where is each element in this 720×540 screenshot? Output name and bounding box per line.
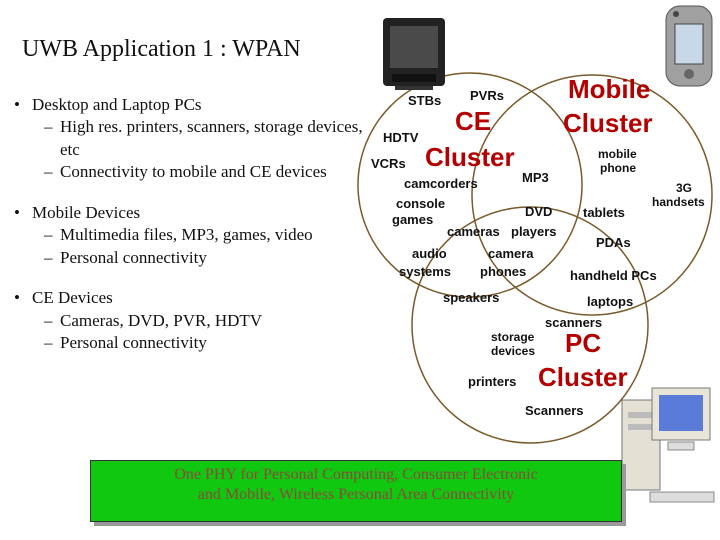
pda-icon (665, 5, 713, 87)
item-label: printers (468, 374, 516, 389)
item-label: devices (491, 344, 535, 358)
item-label: phones (480, 264, 526, 279)
item-label: camcorders (404, 176, 478, 191)
sub-text: High res. printers, scanners, storage de… (60, 117, 363, 159)
item-label: MP3 (522, 170, 549, 185)
item-label: systems (399, 264, 451, 279)
item-label: audio (412, 246, 447, 261)
bullet-text: Desktop and Laptop PCs (32, 95, 202, 114)
dash-icon: – (44, 225, 53, 245)
mobile-cluster-label: Cluster (563, 108, 653, 138)
item-label: 3G (676, 181, 692, 195)
sub-text: Multimedia files, MP3, games, video (60, 225, 313, 245)
mobile-cluster-circle (471, 74, 713, 316)
item-label: camera (488, 246, 534, 261)
item-label: HDTV (383, 130, 419, 145)
ce-cluster-label: CE (455, 106, 491, 136)
sub-text: Personal connectivity (60, 247, 207, 267)
banner-line: and Mobile, Wireless Personal Area Conne… (197, 486, 515, 503)
pc-cluster-label: PC (565, 328, 601, 358)
sub-text: Connectivity to mobile and CE devices (60, 162, 327, 182)
item-label: VCRs (371, 156, 406, 171)
item-label: PVRs (470, 88, 504, 103)
dash-icon: – (44, 162, 53, 182)
item-label: DVD (525, 204, 552, 219)
bullet-dot-icon: • (14, 202, 20, 222)
bullet-dot-icon: • (14, 95, 20, 114)
bullet-list: •Desktop and Laptop PCs –High res. print… (14, 94, 374, 372)
dash-icon: – (44, 117, 53, 137)
bullet-mobile: • Mobile Devices –Multimedia files, MP3, … (14, 202, 374, 269)
tv-icon (383, 18, 445, 90)
item-label: laptops (587, 294, 633, 309)
item-label: games (392, 212, 433, 227)
item-label: players (511, 224, 557, 239)
pc-cluster-circle (411, 206, 649, 444)
slide-title: UWB Application 1 : WPAN (22, 36, 301, 62)
dash-icon: – (44, 332, 53, 352)
bullet-dot-icon: • (14, 288, 20, 308)
banner-line: One PHY for Personal Computing, Consumer… (174, 466, 538, 483)
summary-banner: One PHY for Personal Computing, Consumer… (90, 460, 622, 522)
mobile-cluster-label: Mobile (568, 74, 650, 104)
item-label: console (396, 196, 445, 211)
item-label: Scanners (525, 403, 584, 418)
item-label: PDAs (596, 235, 631, 250)
bullet-ce: • CE Devices –Cameras, DVD, PVR, HDTV –Pe… (14, 287, 374, 354)
item-label: storage (491, 330, 535, 344)
bullet-text: CE Devices (32, 288, 113, 308)
ce-cluster-label: Cluster (425, 142, 515, 172)
item-label: mobile (598, 147, 637, 161)
item-label: phone (600, 161, 636, 175)
item-label: scanners (545, 315, 602, 330)
desktop-computer-icon (621, 387, 715, 503)
item-label: handsets (652, 195, 705, 209)
item-label: tablets (583, 205, 625, 220)
item-label: STBs (408, 93, 441, 108)
sub-text: Cameras, DVD, PVR, HDTV (60, 310, 263, 330)
item-label: handheld PCs (570, 268, 657, 283)
sub-text: Personal connectivity (60, 332, 207, 352)
dash-icon: – (44, 247, 53, 267)
dash-icon: – (44, 310, 53, 330)
pc-cluster-label: Cluster (538, 362, 628, 392)
item-label: speakers (443, 290, 499, 305)
bullet-desktop: • Desktop and Laptop PCs –High res. print… (14, 94, 374, 184)
ce-cluster-circle (357, 72, 583, 298)
bullet-text: Mobile Devices (32, 202, 141, 222)
item-label: cameras (447, 224, 500, 239)
